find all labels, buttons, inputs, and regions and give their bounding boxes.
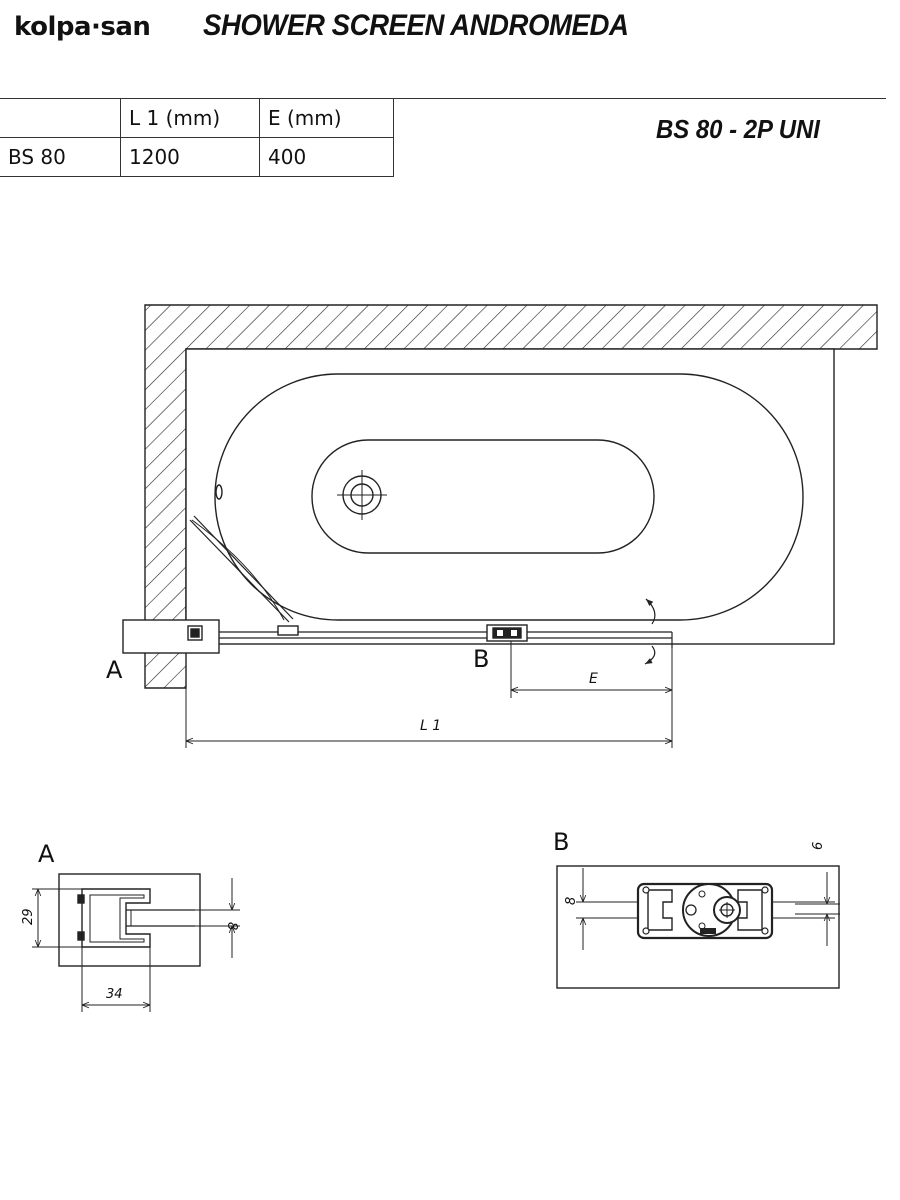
plan-label-b: B [473, 645, 489, 673]
dimensions-table: L 1 (mm) E (mm) BS 80 1200 400 [0, 99, 394, 177]
model-code: BS 80 - 2P UNI [656, 114, 820, 144]
table-cell: 1200 [120, 137, 260, 177]
dimension-label-6: 6 [811, 842, 826, 850]
dimension-label-34: 34 [106, 987, 123, 1002]
overflow-icon [215, 484, 223, 500]
header: kolpa·san SHOWER SCREEN ANDROMEDA [0, 0, 900, 60]
dimension-label-8: 8 [564, 897, 579, 905]
bathtub-drain-recess [311, 439, 655, 554]
dimension-label-l1: L 1 [420, 718, 441, 734]
header-divider [0, 98, 886, 99]
table-cell: 400 [259, 137, 394, 177]
detail-a-frame [58, 873, 201, 967]
table-row: BS 80 1200 400 [0, 137, 394, 177]
folding-panel [189, 519, 290, 623]
drain-icon [337, 470, 387, 520]
dimension-label-8: 8 [224, 922, 239, 930]
rotation-arc [644, 645, 656, 665]
table-header-row: L 1 (mm) E (mm) [0, 99, 394, 138]
hinge-section [636, 882, 774, 940]
bathtub-basin [214, 373, 804, 621]
plan-view [122, 304, 878, 748]
detail-b-title: B [553, 828, 569, 856]
dimension-label-29: 29 [21, 908, 36, 925]
detail-a [32, 873, 240, 1012]
table-header-cell: L 1 (mm) [120, 99, 260, 138]
dimension-label-e: E [589, 671, 598, 687]
swing-arc [191, 519, 285, 621]
detail-b [556, 865, 840, 989]
bathtub-outline [185, 348, 835, 645]
wall-profile-a [122, 619, 220, 654]
detail-a-title: A [38, 840, 55, 868]
page-title: SHOWER SCREEN ANDROMEDA [203, 9, 629, 42]
kolpa-san-logo: kolpa·san [14, 12, 151, 42]
detail-b-frame [556, 865, 840, 989]
rotation-arc [645, 598, 656, 625]
table-header-cell [0, 99, 121, 138]
wall-profile-section [81, 888, 151, 948]
folding-panel-handle [277, 625, 299, 636]
plan-label-a: A [106, 656, 123, 684]
